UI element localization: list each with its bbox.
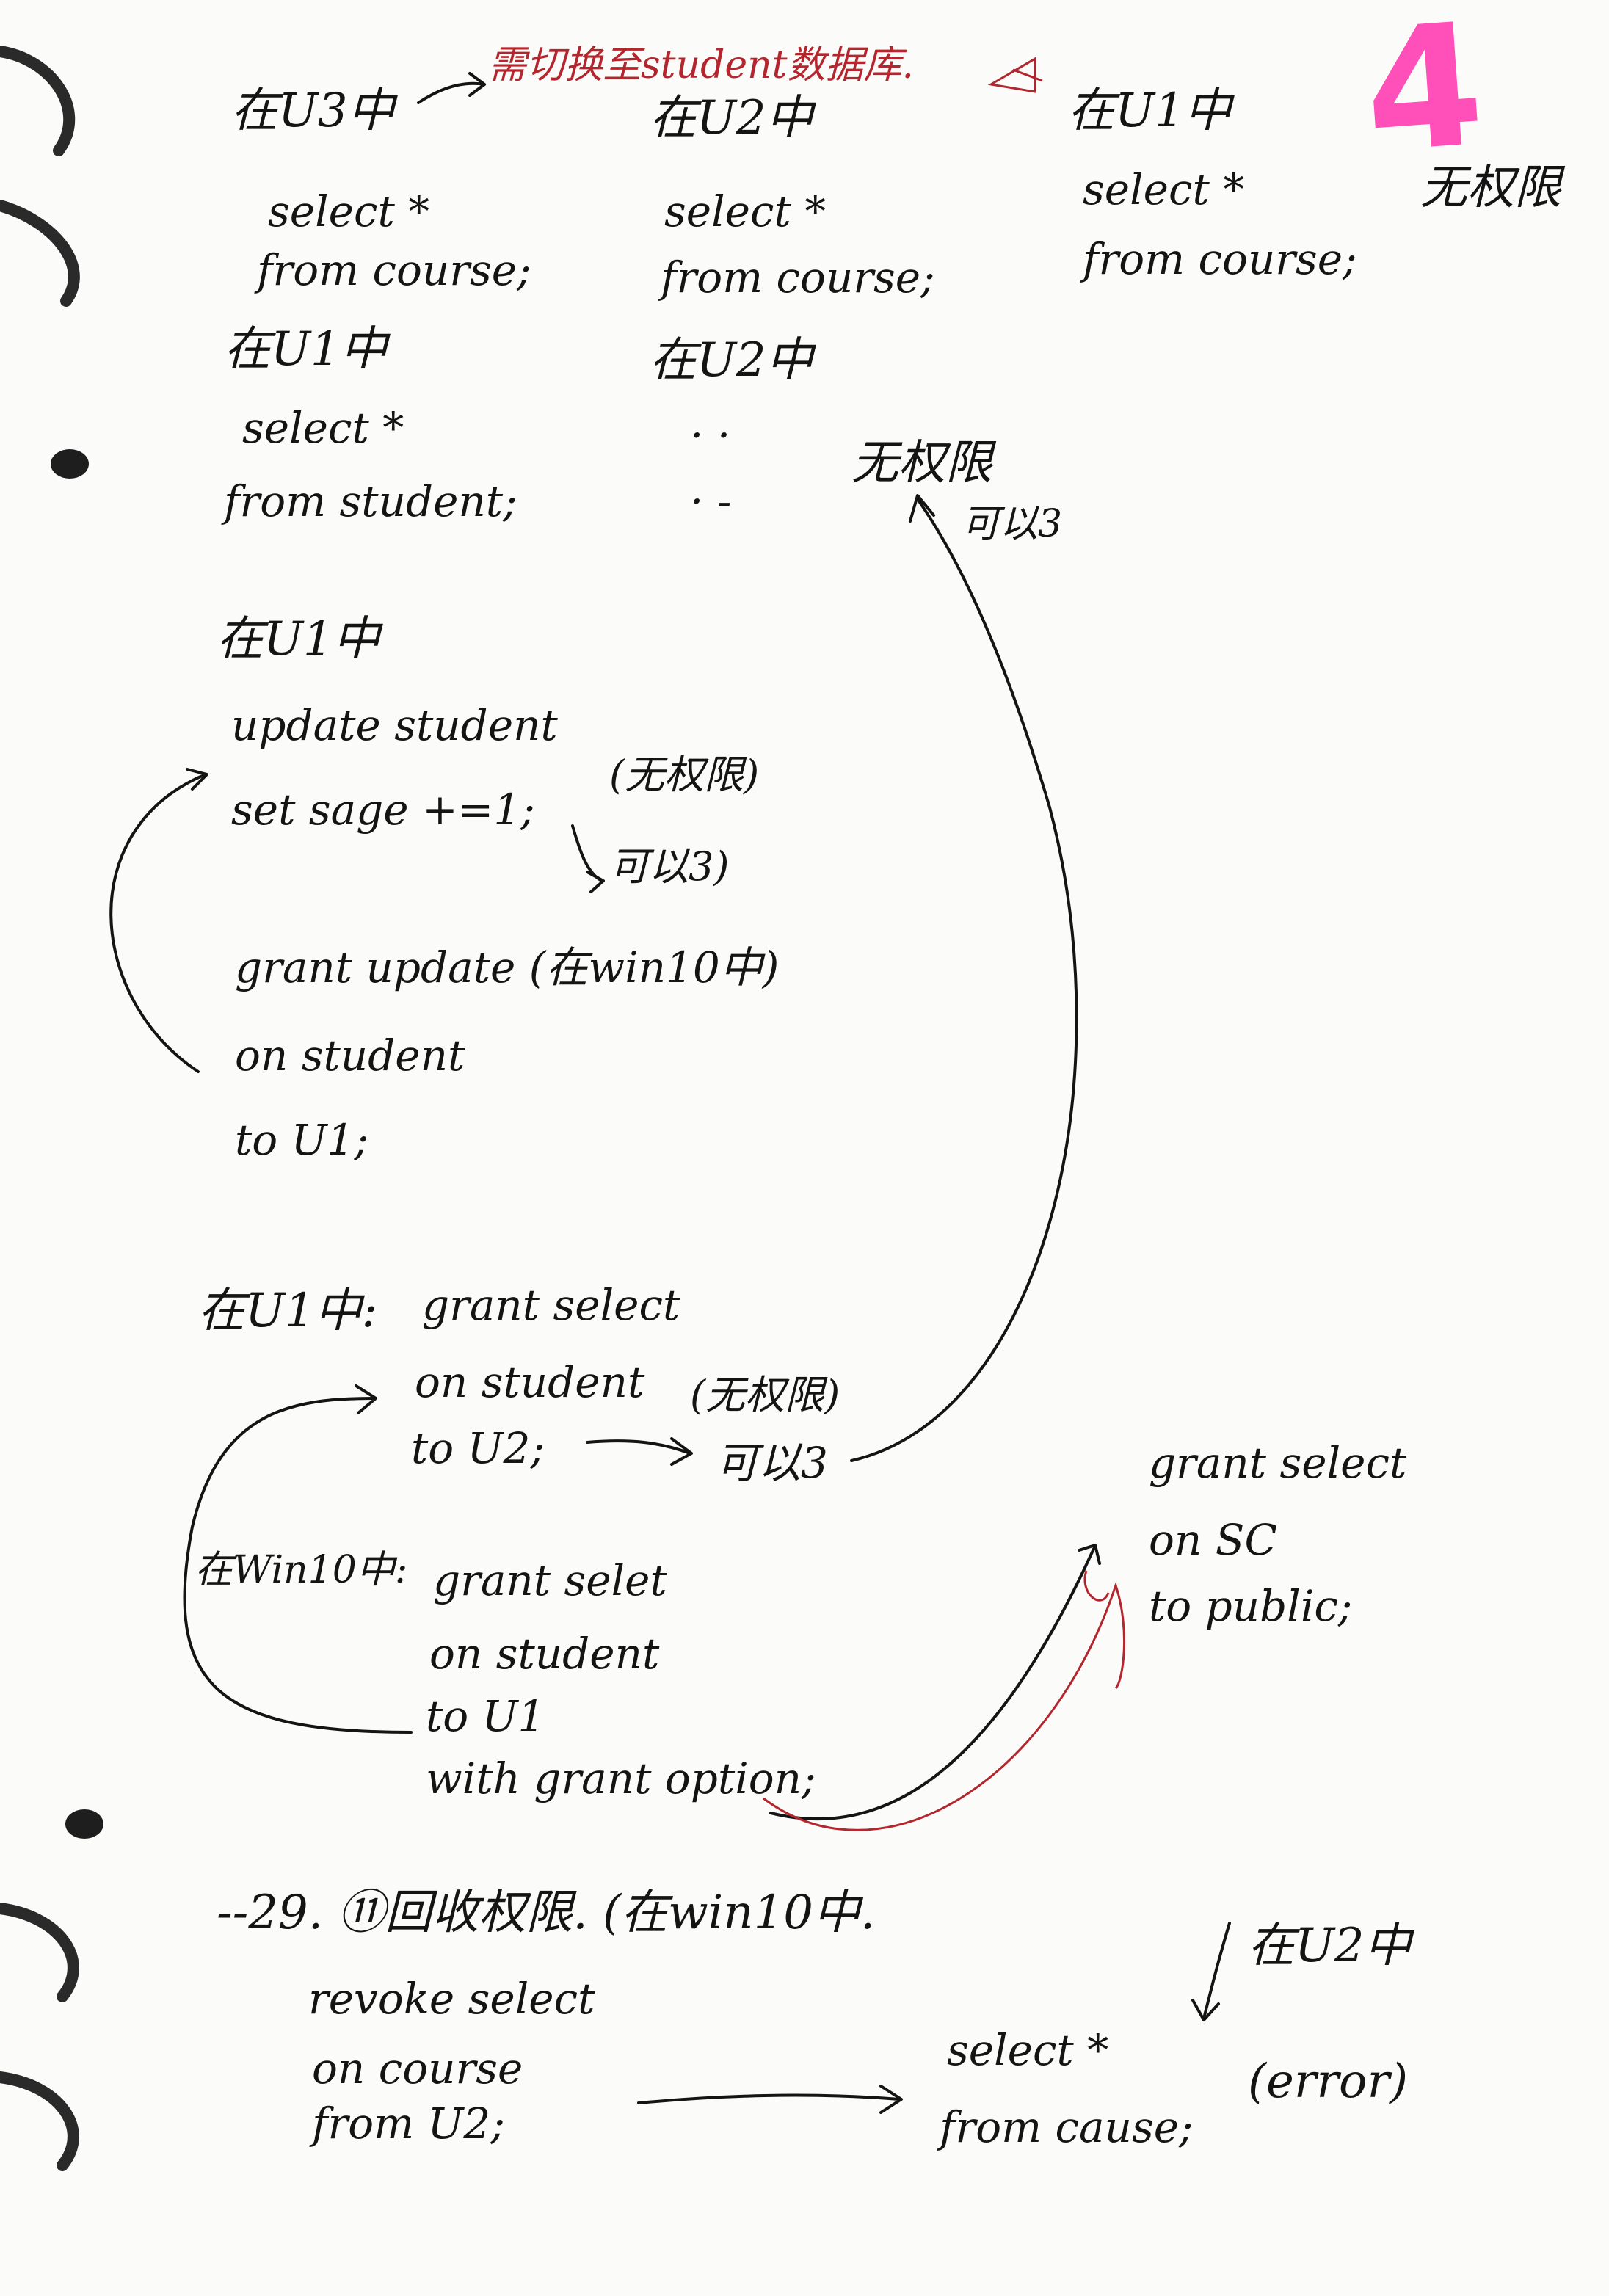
u3-note: 需切换至student数据库. xyxy=(488,43,915,87)
second-u1-heading: 在U1中 xyxy=(224,322,388,377)
update-line1: update student xyxy=(231,700,558,750)
grant-select-line3: to U2; xyxy=(411,1423,545,1473)
ring-1 xyxy=(0,46,76,156)
arrow-u3-note xyxy=(417,72,486,104)
grant-select-line1: grant select xyxy=(422,1280,680,1330)
update-line2: set sage +=1; xyxy=(231,785,535,835)
arrow-to-u2 xyxy=(586,1437,693,1466)
curve-grant-update xyxy=(109,768,208,1073)
red-curve xyxy=(763,1570,1125,1831)
win10-line4: with grant option; xyxy=(426,1754,816,1803)
second-u2-heading: 在U2中 xyxy=(650,333,813,388)
ring-2 xyxy=(0,200,80,307)
u2-line2: from course; xyxy=(661,253,935,302)
grant-select-note1: (无权限) xyxy=(690,1372,840,1418)
public-line2: on SC xyxy=(1149,1515,1277,1565)
revoke-line3: from U2; xyxy=(312,2099,505,2148)
u1-line2: from course; xyxy=(1083,234,1357,284)
curve-big-arc xyxy=(850,494,1078,1462)
public-line3: to public; xyxy=(1149,1581,1353,1631)
revoke-right-line1: select * xyxy=(947,2025,1109,2075)
curve-win10-grant xyxy=(183,1384,413,1734)
second-u2-line1: · · xyxy=(690,410,731,460)
u1-line1: select * xyxy=(1083,164,1245,214)
arrow-revoke xyxy=(637,2085,903,2114)
grant-select-line2: on student xyxy=(415,1357,645,1407)
win10-line3: to U1 xyxy=(426,1691,545,1741)
punch-hole-1 xyxy=(51,449,89,479)
u1-heading: 在U1中 xyxy=(1068,84,1232,138)
second-result2: 可以3 xyxy=(962,502,1063,546)
grant-update-line2: on student xyxy=(235,1031,465,1080)
revoke-line2: on course xyxy=(312,2043,523,2093)
update-heading: 在U1中 xyxy=(217,612,380,666)
u1-result: 无权限 xyxy=(1420,161,1561,215)
arrow-u2-note xyxy=(1191,1922,1231,2021)
public-line1: grant select xyxy=(1149,1438,1407,1488)
u3-heading: 在U3中 xyxy=(231,84,395,138)
win10-line2: on student xyxy=(429,1629,660,1679)
revoke-line1: revoke select xyxy=(308,1974,595,2024)
ring-4 xyxy=(0,2071,79,2171)
u2-heading: 在U2中 xyxy=(650,91,813,145)
punch-hole-2 xyxy=(65,1809,103,1839)
win10-heading: 在Win10中: xyxy=(195,1548,408,1592)
binder-rings xyxy=(0,46,103,2171)
grant-select-note2: 可以3 xyxy=(716,1438,828,1488)
u3-line2: from course; xyxy=(257,245,531,295)
revoke-right-heading: 在U2中 xyxy=(1248,1919,1412,1973)
grant-update-line3: to U1; xyxy=(235,1115,368,1165)
second-u2-line2: · - xyxy=(690,476,732,526)
arrow-public xyxy=(769,1544,1101,1821)
update-note2: 可以3) xyxy=(609,843,730,890)
grant-select-heading: 在U1中: xyxy=(198,1284,378,1338)
red-triangle-mark xyxy=(987,57,1043,93)
second-u1-line2: from student; xyxy=(224,476,517,526)
revoke-heading: --29. ⑪回收权限. (在win10中. xyxy=(217,1886,876,1940)
ring-3 xyxy=(0,1903,79,2002)
second-u1-line1: select * xyxy=(242,403,404,453)
revoke-right-line2: from cause; xyxy=(940,2102,1194,2152)
u2-line1: select * xyxy=(664,186,827,236)
second-result: 无权限 xyxy=(851,436,992,490)
update-note1: (无权限) xyxy=(609,752,760,798)
revoke-right-result: (error) xyxy=(1248,2055,1409,2109)
win10-line1: grant selet xyxy=(433,1555,667,1605)
grant-update-line1: grant update (在win10中) xyxy=(235,942,780,992)
arrow-update-result xyxy=(571,824,605,893)
u3-line1: select * xyxy=(268,186,430,236)
